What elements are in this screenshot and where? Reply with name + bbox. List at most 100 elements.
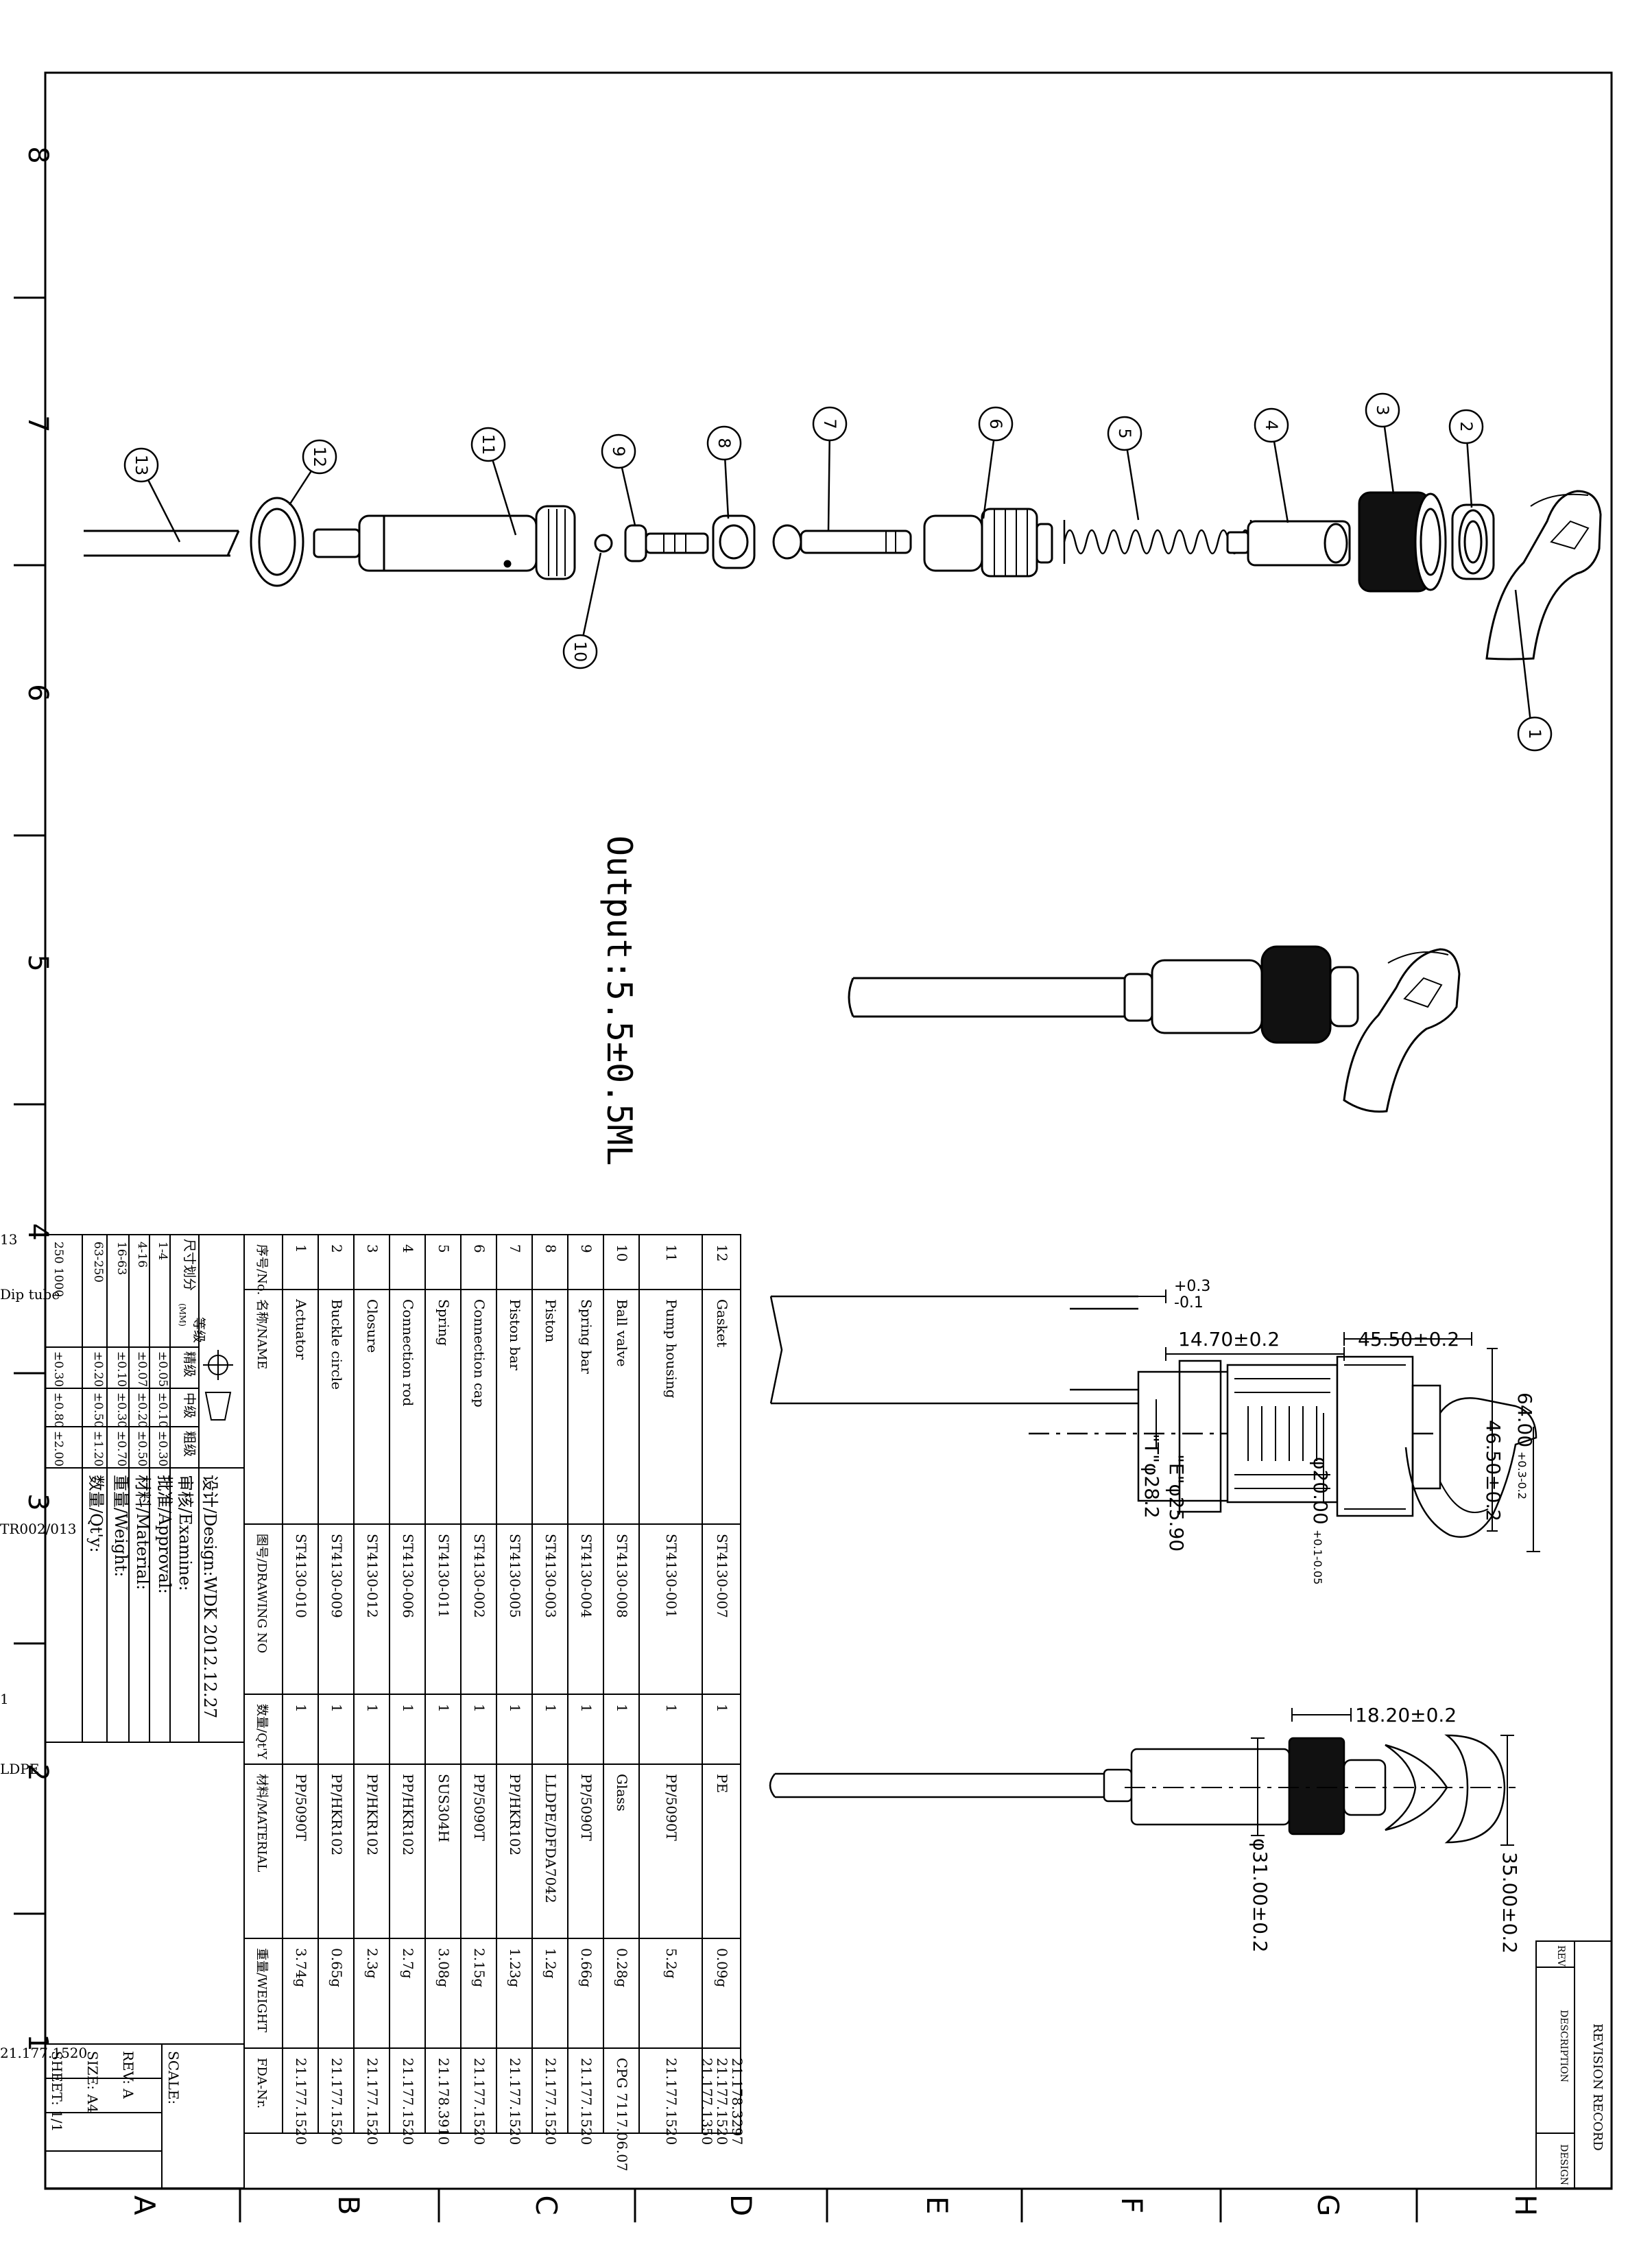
- balloon-label-9: 9: [609, 446, 628, 456]
- part-connection-rod: [1226, 520, 1351, 567]
- balloon-6: [978, 406, 1014, 519]
- assembled-view: [848, 945, 1461, 1113]
- bom-cell-material: PP/HKR102: [328, 1774, 345, 1855]
- bom-cell-weight: 0.09g: [714, 1948, 730, 1988]
- bom-cell-no: 8: [542, 1244, 559, 1253]
- balloon-label-13: 13: [132, 455, 151, 476]
- bom-cell-qty: 1: [542, 1704, 559, 1713]
- part-piston-bar: [772, 524, 912, 560]
- bom-cell-name: Buckle circle: [328, 1299, 345, 1390]
- examine-field: 审核/Examine:: [176, 1475, 195, 1591]
- title-block: [45, 1234, 245, 2189]
- bom-cell-material: LDPE: [0, 1761, 39, 1777]
- part-actuator: [1485, 490, 1602, 661]
- bom-cell-no: 13: [0, 1231, 17, 1248]
- bom-cell-drawing: ST4130-007: [714, 1534, 730, 1618]
- revision-design: DESIGN: [1558, 2144, 1569, 2185]
- part-pump-housing: [313, 505, 576, 580]
- bom-cell-weight: 0.65g: [328, 1948, 345, 1988]
- exploded-view: [84, 490, 1602, 661]
- zone-number-6: 6: [22, 684, 53, 701]
- section-dimensions: [771, 1290, 1540, 1552]
- tolerance-cell-fine: ±0.05: [156, 1351, 169, 1387]
- balloon-2: [1448, 409, 1484, 508]
- bom-header-weight: 重量/WEIGHT: [254, 1948, 269, 2032]
- dim-18-20: 18.20±0.2: [1355, 1704, 1457, 1726]
- bom-cell-no: 1: [293, 1244, 309, 1253]
- tolerance-cell-range: 16-63: [115, 1242, 128, 1275]
- part-gasket: [250, 497, 304, 587]
- tolerance-cell-coarse: ±2.00: [51, 1431, 65, 1466]
- zone-letter-g: G: [1311, 2194, 1345, 2217]
- bom-cell-no: 3: [364, 1244, 381, 1253]
- bom-cell-name: Gasket: [714, 1299, 730, 1347]
- bom-cell-material: PE: [714, 1774, 730, 1793]
- part-closure: [1358, 491, 1447, 593]
- tolerance-header-unit: (MM): [178, 1303, 187, 1327]
- bom-header-no: 序号/No.: [254, 1244, 269, 1295]
- balloon-label-3: 3: [1373, 405, 1392, 415]
- zone-letter-a: A: [128, 2196, 161, 2216]
- part-connection-cap: [923, 508, 1053, 578]
- balloon-3: [1365, 392, 1400, 495]
- approval-field: 批准/Approval:: [155, 1475, 174, 1594]
- bom-cell-fda: 21.178.3297: [729, 2058, 745, 2145]
- bom-cell-fda: 21.177.1520: [471, 2058, 488, 2145]
- bom-cell-drawing: ST4130-009: [328, 1534, 345, 1618]
- bom-cell-material: Glass: [614, 1774, 630, 1812]
- balloon-5: [1107, 416, 1142, 521]
- part-dip-tube: [84, 530, 240, 557]
- bom-cell-name: Pump housing: [663, 1299, 680, 1399]
- rev-field: REV: A: [120, 2051, 136, 2099]
- balloon-callouts: [123, 392, 1553, 752]
- balloon-label-1: 1: [1525, 728, 1544, 739]
- tolerance-cell-coarse: ±0.30: [156, 1431, 169, 1466]
- bom-cell-fda: 21.177.1520: [400, 2058, 416, 2145]
- tolerance-header-coarse: 粗级: [182, 1431, 197, 1457]
- bom-header-material: 材料/MATERIAL: [254, 1774, 269, 1872]
- balloon-13: [123, 447, 181, 543]
- part-piston: [712, 514, 756, 569]
- bom-cell-name: Dip tube: [0, 1286, 60, 1303]
- balloon-10: [562, 552, 602, 669]
- revision-title: REVISION RECORD: [1590, 2023, 1605, 2151]
- tolerance-cell-coarse: ±1.20: [91, 1431, 105, 1466]
- scale-field: SCALE:: [165, 2051, 182, 2104]
- bom-cell-fda: 21.177.1520: [507, 2058, 523, 2145]
- bom-cell-qty: 1: [0, 1691, 9, 1707]
- dim-tol-bottom: -0.1: [1174, 1294, 1204, 1311]
- bom-cell-no: 10: [614, 1244, 630, 1261]
- dim-tol-top: +0.3: [1174, 1278, 1210, 1295]
- dim-64-00-tol: +0.3-0.2: [1516, 1451, 1529, 1499]
- drawing-frame: [44, 71, 1613, 2190]
- bom-cell-fda: 21.177.1520: [578, 2058, 595, 2145]
- part-ball-valve: [594, 534, 613, 553]
- bom-cell-material: LLDPE/DFDA7042: [542, 1774, 559, 1903]
- bom-cell-no: 5: [435, 1244, 452, 1253]
- section-view: [769, 1295, 1537, 1539]
- zone-number-1: 1: [22, 2034, 53, 2051]
- zone-number-2: 2: [22, 1763, 53, 1781]
- bom-cell-qty: 1: [400, 1704, 416, 1713]
- bom-cell-fda: 21.177.1520: [542, 2058, 559, 2145]
- zone-number-3: 3: [22, 1493, 53, 1510]
- balloon-label-2: 2: [1457, 421, 1476, 431]
- balloon-label-7: 7: [820, 418, 839, 429]
- bom-cell-material: PP/5090T: [663, 1774, 680, 1842]
- balloon-12: [288, 439, 337, 506]
- balloon-label-5: 5: [1115, 428, 1134, 438]
- balloon-4: [1254, 407, 1289, 523]
- tolerance-cell-fine: ±0.10: [115, 1351, 128, 1387]
- bom-cell-qty: 1: [435, 1704, 452, 1713]
- bom-cell-weight: 2.3g: [364, 1948, 381, 1979]
- border-letter-zones: [239, 2189, 1418, 2222]
- bom-cell-weight: 5.2g: [663, 1948, 680, 1979]
- bom-cell-weight: 3.08g: [435, 1948, 452, 1988]
- bom-cell-drawing: ST4130-002: [471, 1534, 488, 1618]
- bom-cell-no: 6: [471, 1244, 488, 1253]
- tolerance-cell-range: 250 1000: [51, 1242, 65, 1297]
- tolerance-rows: 1-4±0.05±0.10±0.304-16±0.07±0.20±0.5016-…: [51, 1242, 169, 1466]
- border-number-zones: [14, 296, 45, 1915]
- size-field: SIZE: A4: [84, 2051, 101, 2113]
